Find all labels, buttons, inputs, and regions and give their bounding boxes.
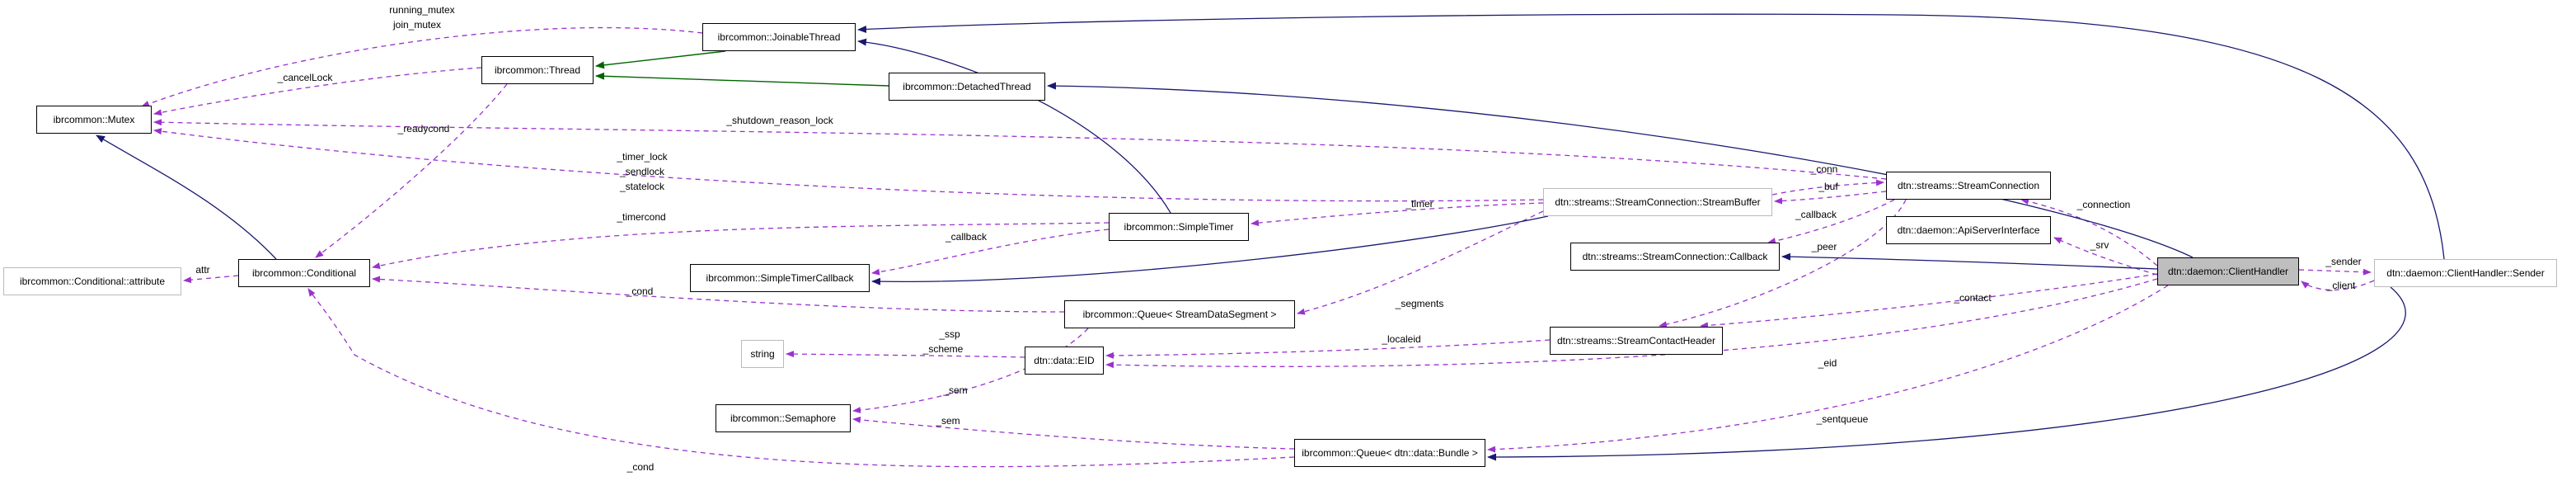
- edge-member-streambuffer-queuesds: [1297, 210, 1544, 315]
- edge-label: _sendlock: [619, 166, 665, 177]
- edge-member-queuebundle-semaphore: [852, 416, 1295, 450]
- class-node-ibrcommon-thread[interactable]: ibrcommon::Thread: [481, 56, 594, 84]
- edge-label: _timer: [1405, 198, 1433, 210]
- class-node-dtn-data-eid[interactable]: dtn::data::EID: [1025, 347, 1104, 375]
- edge-member-thread-mutex: [153, 67, 482, 116]
- edge-label: _callback: [945, 231, 988, 243]
- edge-label: _localeid: [1381, 333, 1420, 345]
- edge-member-streamconnection-callback: [1767, 199, 1895, 244]
- edge-member-sender-clienthandler: [2301, 280, 2375, 291]
- edge-member-clienthandler-queuebundle: [1487, 285, 2169, 453]
- edge-label: attr: [195, 264, 209, 276]
- edge-label: _cond: [626, 285, 654, 297]
- class-node-clienthandler-sender: dtn::daemon::ClientHandler::Sender: [2374, 259, 2557, 287]
- edge-label: _statelock: [619, 181, 665, 192]
- edge-label: _client: [2326, 280, 2356, 291]
- class-node-ibrcommon-detachedthread[interactable]: ibrcommon::DetachedThread: [889, 73, 1045, 101]
- edge-member-streambuffer-streamconnection: [1771, 179, 1884, 196]
- edge-member-clienthandler-eid: [1105, 278, 2158, 369]
- edge-label: running_mutex: [389, 4, 454, 16]
- edge-label: _contact: [1953, 292, 1992, 304]
- edge-inherit-clienthandler-callback: [1781, 252, 2158, 270]
- edge-member-clienthandler-streamconnection: [2020, 198, 2158, 266]
- class-node-clienthandler-selected: dtn::daemon::ClientHandler: [2157, 257, 2299, 285]
- class-node-ibrcommon-joinablethread[interactable]: ibrcommon::JoinableThread: [702, 23, 856, 51]
- edge-member-streambuffer-mutex: [153, 128, 1544, 202]
- class-node-ibrcommon-conditional[interactable]: ibrcommon::Conditional: [238, 259, 370, 287]
- edge-inherit-streambuffer-simpletimercallback: [871, 215, 1549, 285]
- edge-label: _conn: [1810, 163, 1838, 175]
- class-node-ibrcommon-simpletimer[interactable]: ibrcommon::SimpleTimer: [1109, 213, 1249, 241]
- edge-inherit-sender-joinablethread: [857, 13, 2445, 260]
- class-node-ibrcommon-conditional-attribute: ibrcommon::Conditional::attribute: [3, 267, 181, 295]
- edge-member-streambuffer-simpletimer: [1250, 202, 1544, 227]
- edge-member-joinablethread-mutex: [141, 26, 703, 107]
- edge-label: _sender: [2325, 256, 2361, 267]
- edge-label: _sem: [942, 384, 967, 396]
- edge-label: _callback: [1795, 209, 1837, 220]
- edge-label: _ssp: [938, 328, 960, 340]
- edge-label: _shutdown_reason_lock: [725, 115, 833, 126]
- edge-label: _buf: [1818, 181, 1838, 192]
- class-node-streamconnection-streambuffer: dtn::streams::StreamConnection::StreamBu…: [1543, 188, 1772, 216]
- edge-label: _segments: [1395, 298, 1444, 309]
- edge-label: _sentqueue: [1816, 413, 1869, 425]
- edge-member-streamconnection-mutex: [153, 119, 1887, 180]
- class-node-ibrcommon-queue-streamdatasegment[interactable]: ibrcommon::Queue< StreamDataSegment >: [1064, 300, 1295, 328]
- class-node-ibrcommon-simpletimercallback[interactable]: ibrcommon::SimpleTimerCallback: [690, 264, 870, 292]
- edge-member-contactheader-eid: [1105, 339, 1551, 359]
- edge-label: _srv: [2090, 239, 2109, 251]
- edge-member-queuesds-semaphore: [852, 328, 1089, 414]
- edge-member-queuebundle-conditional: [307, 288, 1295, 468]
- class-node-string: string: [741, 340, 784, 368]
- edge-label: _eid: [1818, 357, 1837, 369]
- edge-label: _scheme: [922, 343, 964, 355]
- edge-label: _cond: [626, 461, 655, 473]
- edge-member-thread-conditional: [315, 83, 508, 258]
- edge-member-clienthandler-sender: [2298, 268, 2372, 276]
- edge-member-streamconnection-contactheader: [1659, 199, 1907, 328]
- edge-member-streamconnection-streambuffer: [1774, 191, 1887, 205]
- edge-inherit-conditional-mutex: [96, 134, 277, 260]
- class-node-streamconnection-callback[interactable]: dtn::streams::StreamConnection::Callback: [1570, 243, 1780, 271]
- class-node-apiserverinterface[interactable]: dtn::daemon::ApiServerInterface: [1886, 216, 2051, 244]
- edge-inherit-simpletimer-joinablethread: [857, 38, 1171, 214]
- edge-label: _readycond: [397, 123, 450, 134]
- edge-label: _timer_lock: [616, 151, 668, 163]
- edge-inherit-detachedthread-thread: [595, 72, 889, 87]
- edge-member-eid-string: [786, 351, 1025, 358]
- edge-member-simpletimer-simpletimercallback: [871, 229, 1110, 276]
- edge-label: _cancelLock: [277, 72, 334, 83]
- edge-member-clienthandler-contactheader: [1700, 273, 2158, 329]
- edge-member-simpletimer-conditional: [372, 222, 1110, 269]
- edge-member-queuesds-conditional: [372, 276, 1065, 313]
- class-node-streamcontactheader[interactable]: dtn::streams::StreamContactHeader: [1550, 327, 1723, 355]
- edge-inherit-sender-queuebundle: [1487, 286, 2406, 461]
- class-node-streamconnection[interactable]: dtn::streams::StreamConnection: [1886, 172, 2051, 200]
- class-node-ibrcommon-queue-bundle[interactable]: ibrcommon::Queue< dtn::data::Bundle >: [1294, 439, 1485, 467]
- edge-label: _sem: [935, 415, 960, 427]
- edge-label: _peer: [1811, 241, 1837, 252]
- class-node-ibrcommon-semaphore[interactable]: ibrcommon::Semaphore: [716, 404, 851, 432]
- edge-member-clienthandler-apiserverinterface: [2053, 237, 2158, 276]
- edge-inherit-joinablethread-thread: [595, 50, 726, 69]
- edge-label: join_mutex: [392, 19, 441, 31]
- edge-label: _timercond: [616, 211, 665, 223]
- edge-label: _connection: [2076, 199, 2131, 210]
- edge-member-conditional-attr: [183, 275, 239, 284]
- edge-inherit-clienthandler-detachedthread: [1047, 82, 2194, 258]
- class-node-ibrcommon-mutex[interactable]: ibrcommon::Mutex: [36, 106, 152, 134]
